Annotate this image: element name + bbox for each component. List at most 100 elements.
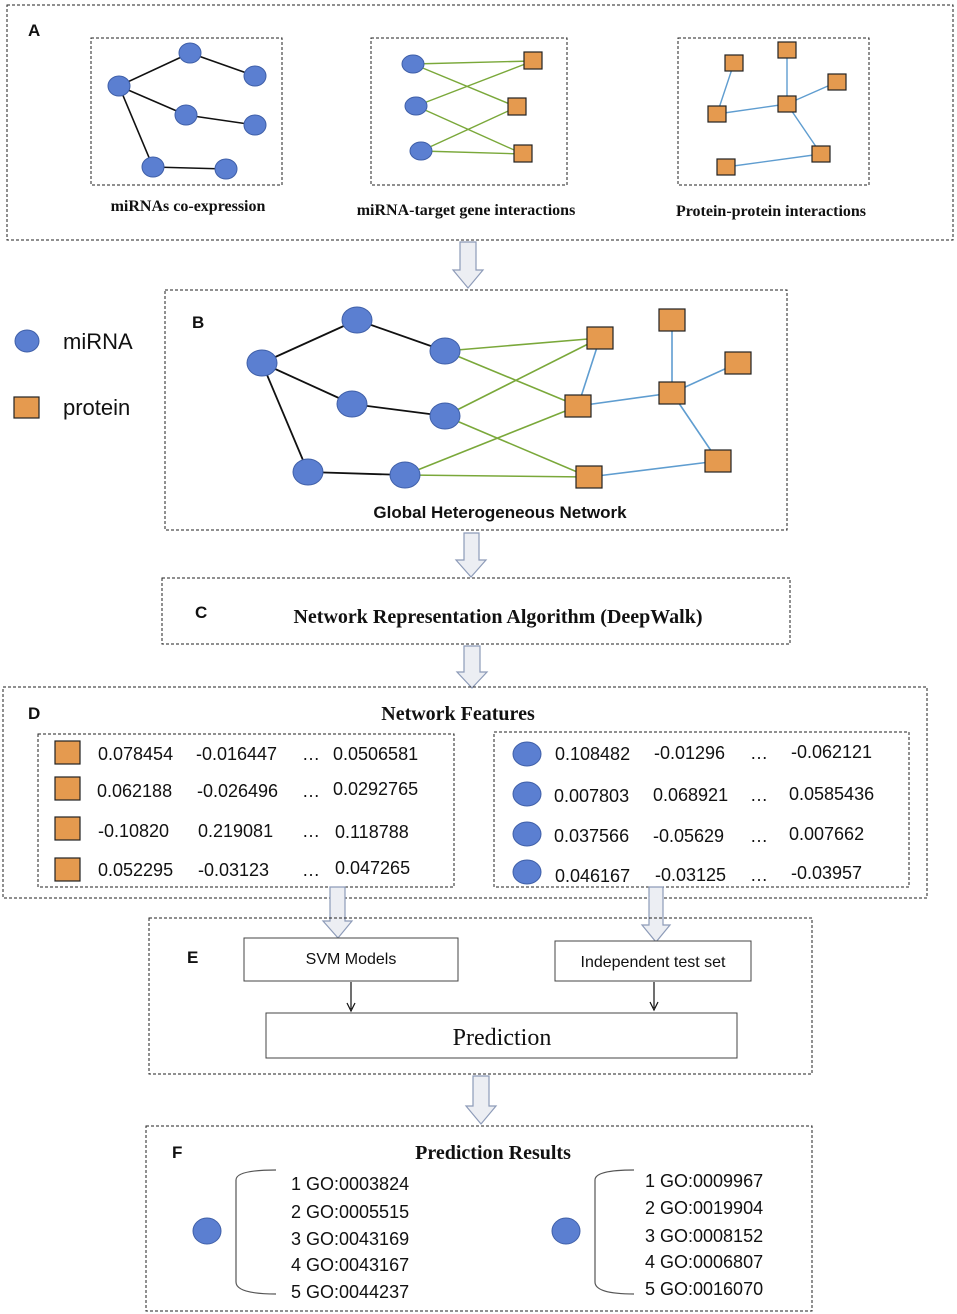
mirna-node [512, 781, 542, 807]
feature-value: 0.062188 [97, 781, 172, 801]
global-mp-edges [404, 337, 601, 478]
feature-value: -0.03957 [791, 863, 862, 883]
legend-mirna-label: miRNA [63, 329, 133, 354]
mirna-node [243, 114, 267, 136]
feature-row: 0.078454 -0.016447 … 0.0506581 [54, 740, 418, 765]
mirna-node [178, 42, 202, 64]
subpanel-mirna-coexpression [90, 37, 283, 186]
feature-ellipsis: … [302, 821, 320, 841]
mirna-target-nodes [401, 51, 543, 163]
left-bracket [235, 1169, 277, 1295]
go-term: 4 GO:0006807 [645, 1252, 763, 1272]
protein-node [707, 105, 727, 123]
prediction-label: Prediction [453, 1025, 552, 1051]
feature-value: 0.118788 [335, 822, 409, 842]
flow-arrow-d-test [640, 886, 672, 943]
svm-models-label: SVM Models [306, 951, 397, 968]
mirna-node [341, 306, 373, 334]
go-term: 3 GO:0043169 [291, 1229, 409, 1249]
protein-node [724, 54, 744, 72]
protein-node [523, 51, 543, 70]
panel-e-frame [148, 917, 813, 1075]
feature-row: -0.10820 0.219081 … 0.118788 [54, 816, 409, 842]
feature-ellipsis: … [750, 865, 768, 885]
feature-value: 0.0585436 [789, 784, 874, 804]
protein-node [811, 145, 831, 163]
feature-value: -0.026496 [197, 781, 278, 801]
protein-node [777, 95, 797, 113]
feature-ellipsis: … [750, 743, 768, 763]
protein-node [513, 144, 533, 163]
mirna-node [292, 458, 324, 486]
legend: miRNA protein [13, 329, 133, 420]
feature-row: 0.007803 0.068921 … 0.0585436 [512, 781, 874, 807]
mirna-node [429, 337, 461, 365]
feature-value: 0.007662 [789, 824, 864, 844]
mirna-node [141, 156, 165, 178]
feature-ellipsis: … [302, 781, 320, 801]
coexpression-edges [118, 52, 256, 170]
mirna-node [409, 141, 433, 161]
feature-value: 0.108482 [555, 744, 630, 764]
feature-value: -0.016447 [196, 744, 277, 764]
protein-features-frame [37, 733, 455, 888]
subpanel-mirna-target [370, 37, 568, 186]
panel-a-letter: A [28, 21, 40, 40]
independent-test-box [554, 940, 752, 982]
feature-value: -0.01296 [654, 743, 725, 763]
feature-row: 0.108482 -0.01296 … -0.062121 [512, 741, 872, 767]
feature-value: 0.047265 [335, 858, 410, 878]
feature-row: 0.062188 -0.026496 … 0.0292765 [54, 776, 418, 801]
mirna-node [243, 65, 267, 87]
panel-a: A miRNAs co-expression [6, 4, 954, 241]
coexpression-nodes [107, 42, 267, 180]
panel-d-title: Network Features [381, 703, 535, 725]
feature-ellipsis: … [302, 744, 320, 764]
go-term: 1 GO:0003824 [291, 1174, 409, 1194]
feature-row: 0.052295 -0.03123 … 0.047265 [54, 857, 410, 882]
flow-arrow-e-f [464, 1075, 498, 1125]
legend-protein-icon [13, 396, 40, 419]
feature-row: 0.046167 -0.03125 … -0.03957 [512, 859, 862, 886]
flow-arrow-a-b [451, 241, 485, 289]
ppi-nodes [707, 41, 847, 176]
panel-b: B [164, 289, 788, 531]
panel-d: D Network Features 0.078454 -0.016447 … … [2, 686, 928, 899]
protein-node [575, 465, 603, 489]
mirna-node [192, 1217, 222, 1245]
mirna-node [214, 158, 238, 180]
mirna-node [512, 741, 542, 767]
feature-ellipsis: … [750, 785, 768, 805]
protein-node [564, 394, 592, 418]
mirna-features-frame [493, 731, 910, 888]
right-go-list: 1 GO:0009967 2 GO:0019904 3 GO:0008152 4… [645, 1171, 763, 1299]
subpanel-3-caption: Protein-protein interactions [676, 203, 866, 220]
panel-f: F Prediction Results 1 GO:0003824 2 GO:0… [145, 1125, 813, 1312]
panel-b-frame [164, 289, 788, 531]
feature-value: 0.007803 [554, 786, 629, 806]
panel-d-frame [2, 686, 928, 899]
go-term: 1 GO:0009967 [645, 1171, 763, 1191]
panel-f-title: Prediction Results [415, 1142, 571, 1164]
global-nodes [246, 306, 752, 489]
subpanel-2-caption: miRNA-target gene interactions [357, 202, 576, 219]
protein-node [704, 449, 732, 473]
mirna-node [404, 96, 428, 116]
protein-node [54, 740, 81, 765]
left-go-list: 1 GO:0003824 2 GO:0005515 3 GO:0043169 4… [291, 1174, 409, 1302]
go-term: 4 GO:0043167 [291, 1255, 409, 1275]
panel-b-letter: B [192, 313, 204, 332]
prediction-box [265, 1012, 738, 1059]
panel-e: E SVM Models Independent test set Predic… [148, 917, 813, 1075]
feature-ellipsis: … [302, 860, 320, 880]
panel-c: C Network Representation Algorithm (Deep… [161, 577, 791, 645]
feature-value: 0.046167 [555, 866, 630, 886]
protein-node [658, 381, 686, 405]
legend-protein-label: protein [63, 395, 130, 420]
mirna-node [429, 402, 461, 430]
go-term: 2 GO:0005515 [291, 1202, 409, 1222]
mirna-node [174, 104, 198, 126]
protein-node [507, 97, 527, 116]
flow-arrow-d-svm [321, 886, 354, 939]
